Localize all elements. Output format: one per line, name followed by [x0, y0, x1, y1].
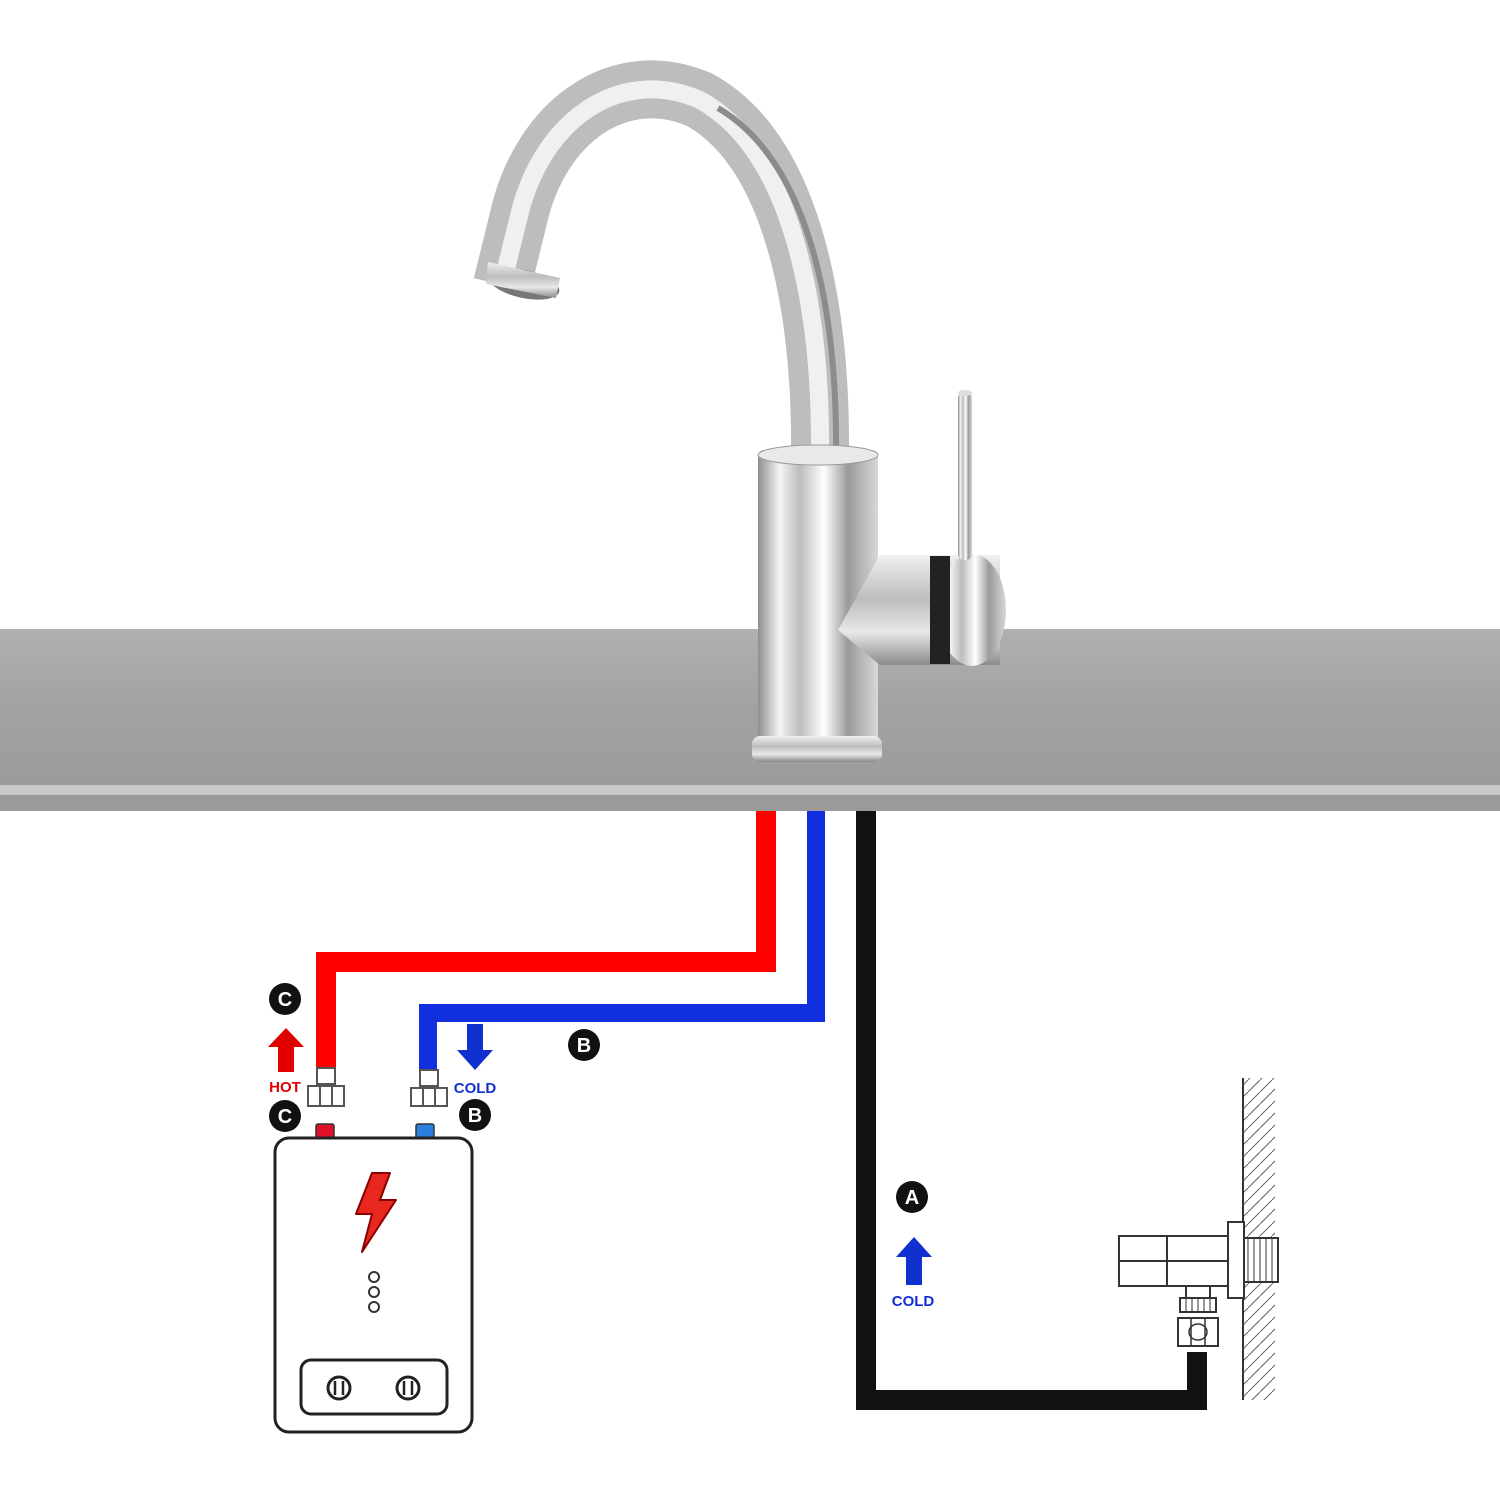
marker-b-pipe: B: [568, 1029, 600, 1061]
svg-text:A: A: [905, 1187, 919, 1209]
marker-c-top: C: [269, 983, 301, 1015]
control-panel: [299, 1358, 449, 1416]
marker-a: A: [896, 1181, 928, 1213]
indicator-lights: [368, 1271, 380, 1313]
lightning-bolt-icon: [355, 1172, 397, 1253]
hot-arrow-icon: [268, 1028, 304, 1072]
cold-heater-label: COLD: [454, 1080, 497, 1097]
marker-b-heater: B: [459, 1099, 491, 1131]
svg-text:C: C: [278, 989, 292, 1011]
countertop: [0, 629, 1500, 811]
cold-down-arrow-icon: [457, 1024, 493, 1070]
hot-pipe: [316, 811, 776, 1070]
cold-supply-label: COLD: [892, 1293, 935, 1310]
cold-pipe: [419, 811, 825, 1072]
supply-pipe: [856, 811, 1207, 1410]
cold-up-arrow-icon: [896, 1237, 932, 1285]
hot-connector: [307, 1067, 345, 1107]
hot-label: HOT: [269, 1079, 301, 1096]
angle-valve-icon: [1118, 1221, 1279, 1347]
svg-text:C: C: [278, 1106, 292, 1128]
faucet-icon: [473, 60, 1006, 762]
cold-connector: [410, 1069, 448, 1107]
water-heater-icon: [273, 1123, 474, 1434]
marker-c-bottom: C: [269, 1100, 301, 1132]
svg-text:B: B: [577, 1035, 591, 1057]
svg-text:B: B: [468, 1105, 482, 1127]
